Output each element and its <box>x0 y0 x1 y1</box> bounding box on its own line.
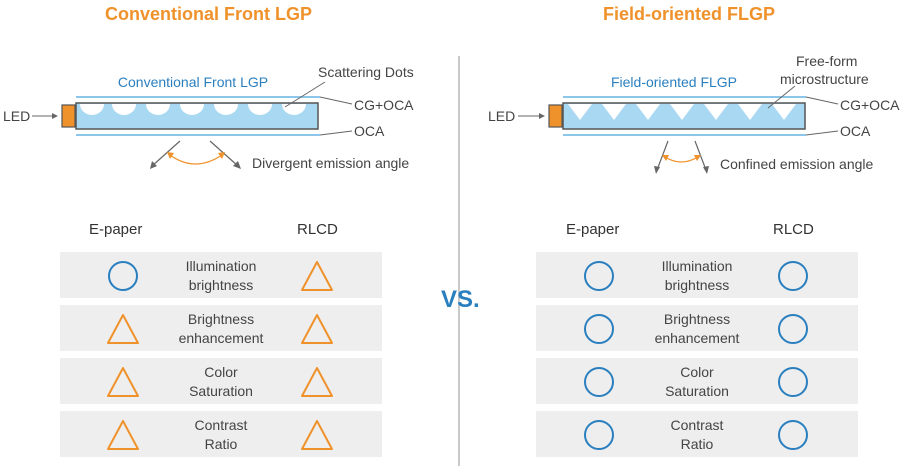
circle-icon <box>584 314 614 344</box>
triangle-icon <box>107 314 139 344</box>
triangle-icon <box>107 367 139 397</box>
right-row3-epaper-symbol <box>582 366 616 403</box>
left-cg-label: CG+OCA <box>354 97 414 113</box>
circle-icon <box>108 261 138 291</box>
left-angle-arc <box>169 154 223 165</box>
triangle-icon <box>301 314 333 344</box>
right-freeform-leader <box>767 85 796 109</box>
right-inner-label: Field-oriented FLGP <box>611 74 737 90</box>
right-row1-epaper-symbol <box>582 260 616 297</box>
right-row2-epaper-symbol <box>582 313 616 350</box>
right-led <box>548 104 563 128</box>
left-cg-leader <box>319 96 353 105</box>
right-led-label: LED <box>488 108 515 124</box>
right-row3-rlcd-symbol <box>776 366 810 403</box>
left-row3-epaper-symbol <box>106 366 140 403</box>
circle-icon <box>584 420 614 450</box>
left-led-label: LED <box>3 108 30 124</box>
right-cg-label: CG+OCA <box>840 97 900 113</box>
right-flgp-diagram: LED Field-oriented FLGP Free-form micros… <box>488 53 900 174</box>
left-inner-label: Conventional Front LGP <box>118 74 268 90</box>
left-scattering-dots <box>80 104 306 115</box>
right-col-rlcd: RLCD <box>773 221 814 238</box>
right-col-epaper: E-paper <box>566 221 620 238</box>
left-row2-rlcd-symbol <box>300 313 334 350</box>
left-scatter-leader <box>284 81 326 108</box>
triangle-icon <box>107 420 139 450</box>
left-row1-epaper-symbol <box>106 260 140 297</box>
left-oca-leader <box>319 130 353 136</box>
left-row1-rlcd-symbol <box>300 260 334 297</box>
left-scatter-label: Scattering Dots <box>318 64 414 80</box>
circle-icon <box>778 420 808 450</box>
triangle-icon <box>301 367 333 397</box>
circle-icon <box>584 367 614 397</box>
left-ray-left <box>151 140 181 167</box>
right-row1-rlcd-symbol <box>776 260 810 297</box>
vs-label: VS. <box>441 286 480 313</box>
right-cg-leader <box>805 96 839 105</box>
left-row4-rlcd-symbol <box>300 419 334 456</box>
right-freeform-microstructure <box>568 104 796 120</box>
center-divider <box>458 56 460 466</box>
left-oca-label: OCA <box>354 123 385 139</box>
circle-icon <box>778 367 808 397</box>
left-row2-epaper-symbol <box>106 313 140 350</box>
left-col-epaper: E-paper <box>89 221 143 238</box>
circle-icon <box>778 261 808 291</box>
left-row3-rlcd-symbol <box>300 366 334 403</box>
right-row2-rlcd-symbol <box>776 313 810 350</box>
right-freeform-label-line2: microstructure <box>780 71 869 87</box>
right-section-title: Field-oriented FLGP <box>603 4 776 24</box>
left-col-rlcd: RLCD <box>297 221 338 238</box>
left-row4-epaper-symbol <box>106 419 140 456</box>
right-row4-rlcd-symbol <box>776 419 810 456</box>
right-oca-leader <box>805 130 839 136</box>
left-lgp-diagram: LED Conventional Front LGP Scattering Do… <box>3 64 414 171</box>
right-oca-label: OCA <box>840 123 871 139</box>
triangle-icon <box>301 420 333 450</box>
right-angle-arc <box>664 156 699 163</box>
right-angle-label: Confined emission angle <box>720 156 874 172</box>
left-angle-label: Divergent emission angle <box>252 155 409 171</box>
right-row4-epaper-symbol <box>582 419 616 456</box>
left-led <box>61 104 76 128</box>
left-section-title: Conventional Front LGP <box>105 4 312 24</box>
circle-icon <box>584 261 614 291</box>
circle-icon <box>778 314 808 344</box>
right-freeform-label-line1: Free-form <box>796 53 857 69</box>
triangle-icon <box>301 261 333 291</box>
